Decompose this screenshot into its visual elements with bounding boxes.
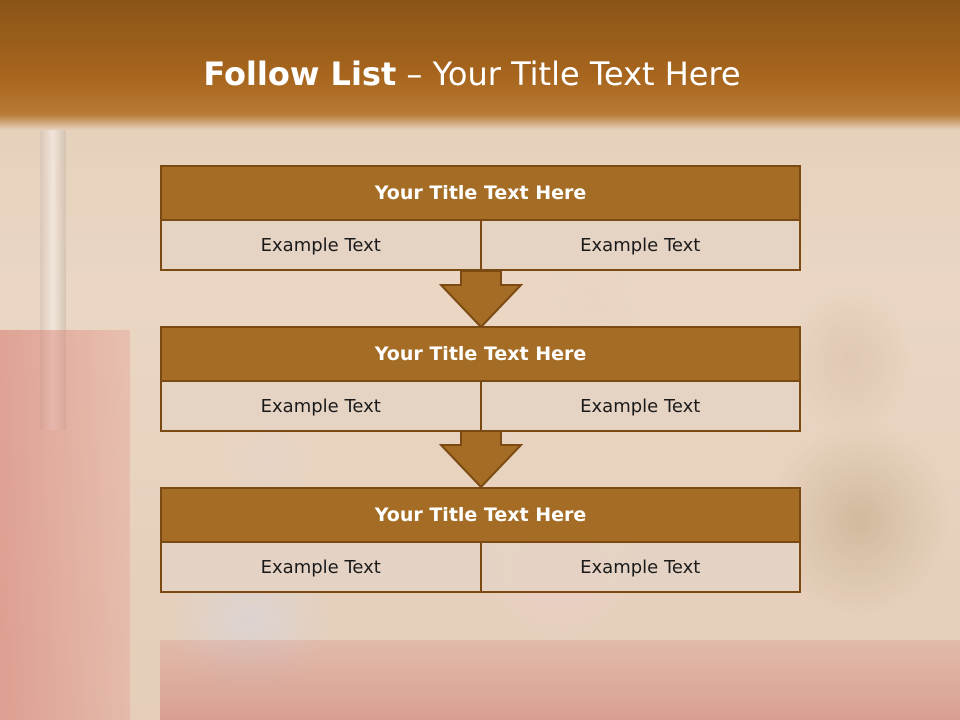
block-cell-right[interactable]: Example Text <box>481 543 801 593</box>
block-cell-right[interactable]: Example Text <box>481 221 801 271</box>
slide-title[interactable]: Follow List – Your Title Text Here <box>0 52 944 96</box>
down-arrow-icon <box>439 271 523 329</box>
background-red-rail <box>0 330 130 720</box>
block-cell-left[interactable]: Example Text <box>160 382 482 432</box>
list-block-3[interactable]: Your Title Text Here Example Text Exampl… <box>160 487 801 593</box>
block-cell-left[interactable]: Example Text <box>160 543 482 593</box>
block-row: Example Text Example Text <box>160 221 801 271</box>
block-row: Example Text Example Text <box>160 382 801 432</box>
block-title[interactable]: Your Title Text Here <box>160 487 801 543</box>
block-cell-left[interactable]: Example Text <box>160 221 482 271</box>
block-cell-right[interactable]: Example Text <box>481 382 801 432</box>
slide-title-rest: – Your Title Text Here <box>396 55 741 93</box>
list-block-2[interactable]: Your Title Text Here Example Text Exampl… <box>160 326 801 432</box>
block-title[interactable]: Your Title Text Here <box>160 326 801 382</box>
block-row: Example Text Example Text <box>160 543 801 593</box>
background-red-rail-bottom <box>160 640 960 720</box>
title-band <box>0 0 960 130</box>
slide-title-bold: Follow List <box>203 55 397 93</box>
down-arrow-icon <box>439 431 523 489</box>
list-block-1[interactable]: Your Title Text Here Example Text Exampl… <box>160 165 801 271</box>
block-title[interactable]: Your Title Text Here <box>160 165 801 221</box>
